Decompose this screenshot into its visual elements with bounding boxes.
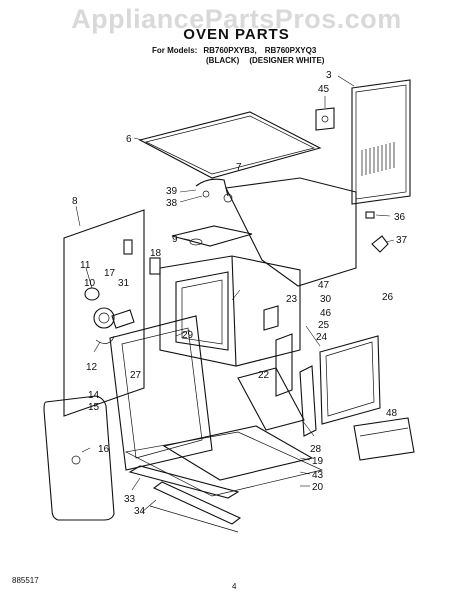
part-oven-cavity [159, 177, 357, 367]
callout-28: 28 [310, 444, 322, 455]
part-bracket-48 [353, 417, 415, 461]
callout-18: 18 [150, 248, 162, 259]
part-door-gasket [43, 395, 115, 521]
callout-20: 20 [312, 482, 324, 493]
model-number-2: RB760PXYQ3 [264, 46, 317, 55]
color-label-1: (BLACK) [206, 56, 240, 65]
part-side-panel [63, 205, 145, 417]
part-front-frame [109, 315, 213, 471]
callout-22: 22 [258, 370, 270, 381]
part-hardware [365, 211, 395, 253]
callout-19: 19 [312, 456, 324, 467]
callout-14: 14 [88, 390, 100, 401]
callout-39: 39 [166, 186, 178, 197]
callout-37: 37 [396, 235, 408, 246]
callout-15: 15 [88, 402, 100, 413]
part-top-panel [133, 111, 322, 179]
callout-33: 33 [124, 494, 136, 505]
part-bracket-45 [315, 96, 335, 131]
callout-16: 16 [98, 444, 110, 455]
callout-8: 8 [72, 196, 78, 207]
callout-26: 26 [382, 292, 394, 303]
callout-12: 12 [86, 362, 98, 373]
callout-27: 27 [130, 370, 142, 381]
model-number-1: RB760PXYB3, [203, 46, 257, 55]
callout-38: 38 [166, 198, 178, 209]
part-bottom-panel [124, 425, 324, 497]
callout-46: 46 [320, 308, 332, 319]
callout-48: 48 [386, 408, 398, 419]
callout-10: 10 [84, 278, 96, 289]
part-back-panel [337, 75, 411, 205]
callout-24: 24 [316, 332, 328, 343]
callout-17: 17 [104, 268, 116, 279]
callout-11: 11 [80, 260, 91, 271]
callout-45: 45 [318, 84, 330, 95]
callout-43: 43 [312, 470, 324, 481]
callout-6: 6 [126, 134, 132, 145]
watermark: AppliancePartsPros.com [71, 4, 402, 34]
callout-7: 7 [236, 162, 242, 173]
color-label-2: (DESIGNER WHITE) [249, 56, 325, 65]
callout-29: 29 [182, 330, 194, 341]
document-number: 885517 [12, 576, 39, 585]
callout-25: 25 [318, 320, 330, 331]
model-line: For Models: RB760PXYB3, RB760PXYQ3 [152, 46, 316, 55]
part-burner [171, 225, 253, 247]
callout-34: 34 [134, 506, 146, 517]
callout-3: 3 [326, 70, 332, 81]
part-wire-harness [179, 178, 233, 203]
color-line: (BLACK) (DESIGNER WHITE) [206, 56, 324, 65]
callout-9: 9 [172, 234, 178, 245]
page-number: 4 [232, 582, 237, 591]
callout-36: 36 [394, 212, 406, 223]
callout-23: 23 [286, 294, 298, 305]
part-bottom-rails [128, 465, 242, 533]
part-lower-brackets [237, 333, 317, 437]
callout-31: 31 [118, 278, 130, 289]
callout-47: 47 [318, 280, 330, 291]
models-prefix: For Models: [152, 46, 198, 55]
part-heat-shield [263, 305, 381, 425]
callout-30: 30 [320, 294, 332, 305]
part-thermostat [84, 239, 161, 353]
page-title: OVEN PARTS [183, 26, 290, 43]
